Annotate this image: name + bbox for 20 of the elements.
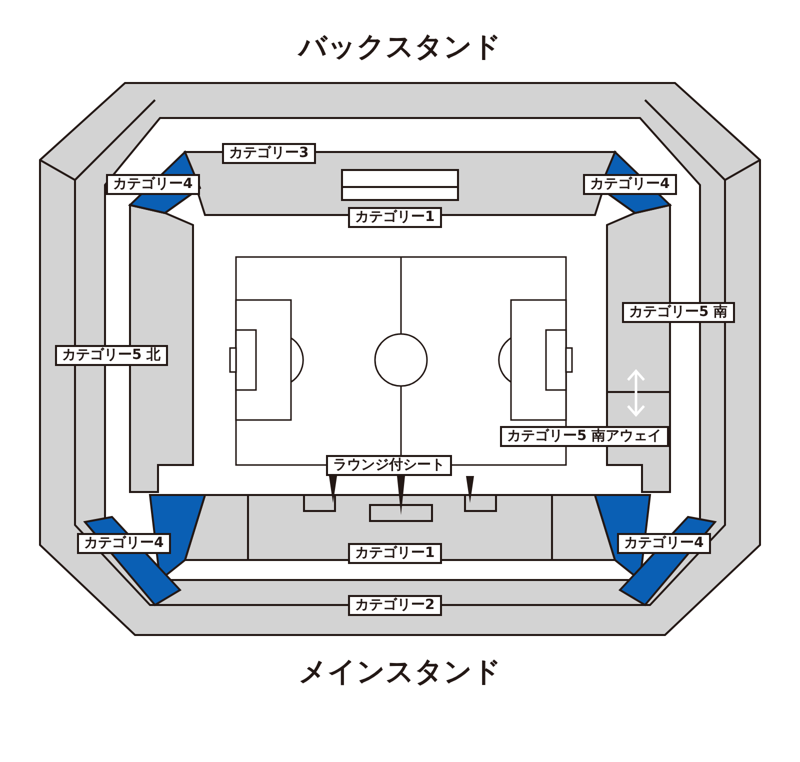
stand-name: バックスタンド <box>298 30 502 64</box>
seat-label: カテゴリー5 南アウェイ <box>500 426 669 447</box>
stand-name: メインスタンド <box>298 655 502 689</box>
seat-label: カテゴリー1 <box>348 543 442 564</box>
seat-label: ラウンジ付シート <box>326 455 452 476</box>
seat-label: カテゴリー4 <box>583 174 677 195</box>
pointer-wedge <box>466 476 474 503</box>
seat-label: カテゴリー2 <box>348 595 442 616</box>
seat-label: カテゴリー1 <box>348 207 442 228</box>
seat-label: カテゴリー5 北 <box>55 345 168 366</box>
seat-label: カテゴリー4 <box>617 533 711 554</box>
pointer-wedge <box>329 476 337 503</box>
lounge-seat-block <box>464 494 497 512</box>
pointer-wedge <box>397 476 405 515</box>
lounge-seat-block <box>303 494 336 512</box>
seat-label: カテゴリー5 南 <box>622 302 735 323</box>
seat-label: カテゴリー3 <box>222 143 316 164</box>
seat-label: カテゴリー4 <box>106 174 200 195</box>
seat-label: カテゴリー4 <box>77 533 171 554</box>
lounge-seat-block <box>369 504 433 522</box>
